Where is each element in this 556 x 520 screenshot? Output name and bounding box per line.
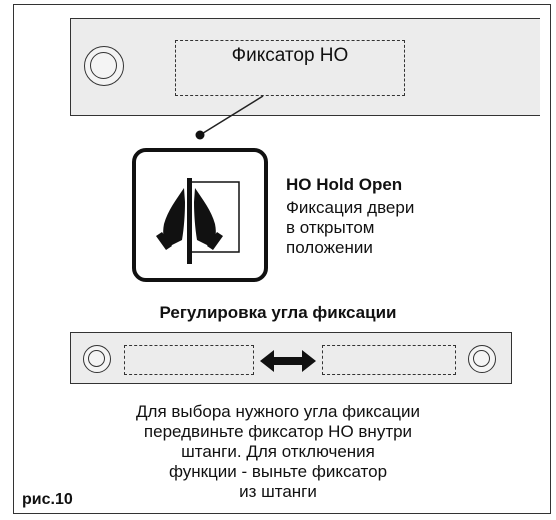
hold-open-icon-frame xyxy=(132,148,268,282)
instruction-line-1: Для выбора нужного угла фиксации xyxy=(136,402,420,421)
instruction-line-2: передвиньте фиксатор НО внутри xyxy=(143,422,413,441)
instruction-line-3: штанги. Для отключения xyxy=(181,442,375,461)
latch-label: Фиксатор НО xyxy=(231,45,349,66)
double-arrow-icon xyxy=(260,350,316,372)
instruction-line-5: из штанги xyxy=(239,482,317,501)
bottom-rod-mount-hole-right xyxy=(468,345,496,373)
hold-open-icon xyxy=(156,178,240,264)
adjustment-heading: Регулировка угла фиксации xyxy=(159,303,397,322)
top-rod-mount-hole xyxy=(84,46,124,86)
hold-open-description-line-1: Фиксация двери xyxy=(286,198,415,217)
top-latch-slot xyxy=(175,40,405,96)
figure-label: рис.10 xyxy=(22,491,73,508)
hold-open-description-line-3: положении xyxy=(286,238,373,257)
latch-slot-right xyxy=(322,345,456,375)
leader-dot xyxy=(195,130,205,140)
latch-slot-left xyxy=(124,345,254,375)
hold-open-description-line-2: в открытом xyxy=(286,218,375,237)
bottom-rod-mount-hole-left xyxy=(83,345,111,373)
hold-open-title: НО Hold Open xyxy=(286,175,403,194)
instruction-line-4: функции - выньте фиксатор xyxy=(168,462,388,481)
